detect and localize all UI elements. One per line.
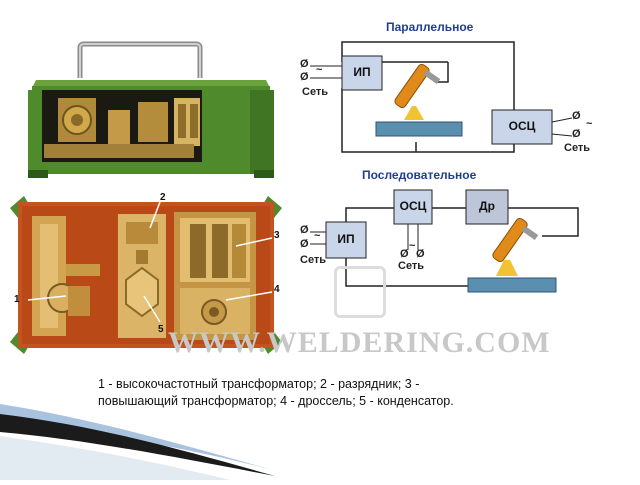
parallel-mains-right-label: Сеть	[564, 142, 591, 154]
parallel-osc-box-label: ОСЦ	[508, 119, 536, 133]
parallel-title: Параллельное	[386, 20, 474, 34]
oscillator-photo-bottom: 1 2 3 4 5	[10, 192, 282, 354]
callout-5: 5	[158, 324, 164, 335]
callout-4: 4	[274, 284, 280, 295]
parallel-mains-left-label: Сеть	[302, 86, 329, 98]
figure-caption: 1 - высокочастотный трансформатор; 2 - р…	[98, 376, 598, 410]
site-watermark: WWW.WELDERING.COM	[168, 326, 551, 359]
oscillator-internals-illustration	[10, 196, 282, 354]
caption-line-2: повышающий трансформатор; 4 - дроссель; …	[98, 394, 454, 408]
oscillator-photo-top	[18, 40, 280, 178]
series-diagram: Последовательное ОСЦ Др ИП Ø Ø ~ Сеть Ø …	[296, 168, 602, 300]
series-mains-osc-label: Сеть	[398, 260, 425, 272]
parallel-circuit	[310, 41, 573, 153]
series-osc-box-label: ОСЦ	[399, 199, 427, 213]
caption-line-1: 1 - высокочастотный трансформатор; 2 - р…	[98, 377, 420, 391]
series-mains-left-label: Сеть	[300, 254, 327, 266]
series-terminal-symbol-3: Ø	[400, 248, 409, 260]
parallel-terminal-symbol: Ø	[300, 58, 309, 70]
callout-3: 3	[274, 230, 280, 241]
parallel-ac-symbol-2: ~	[586, 118, 593, 130]
watermark-logo	[334, 266, 386, 318]
series-terminal-symbol: Ø	[300, 224, 309, 236]
parallel-source-box-label: ИП	[353, 65, 371, 79]
series-title: Последовательное	[362, 168, 477, 182]
series-terminal-symbol-2: Ø	[300, 238, 309, 250]
series-ac-symbol-2: ~	[409, 240, 416, 252]
parallel-terminal-symbol-3: Ø	[572, 110, 581, 122]
parallel-terminal-symbol-2: Ø	[300, 71, 309, 83]
callout-1: 1	[14, 294, 20, 305]
slide-decoration-swoosh	[0, 396, 280, 480]
parallel-terminal-symbol-4: Ø	[572, 128, 581, 140]
series-choke-box-label: Др	[479, 199, 495, 213]
series-source-box-label: ИП	[337, 232, 355, 246]
parallel-diagram: Параллельное ИП ОСЦ Ø Ø ~ Сеть Ø Ø ~ Сет…	[296, 18, 602, 164]
series-ac-symbol: ~	[314, 230, 321, 242]
callout-2: 2	[160, 192, 166, 203]
series-terminal-symbol-4: Ø	[416, 248, 425, 260]
series-circuit	[310, 189, 579, 293]
oscillator-case-illustration	[28, 41, 274, 178]
parallel-ac-symbol: ~	[316, 64, 323, 76]
